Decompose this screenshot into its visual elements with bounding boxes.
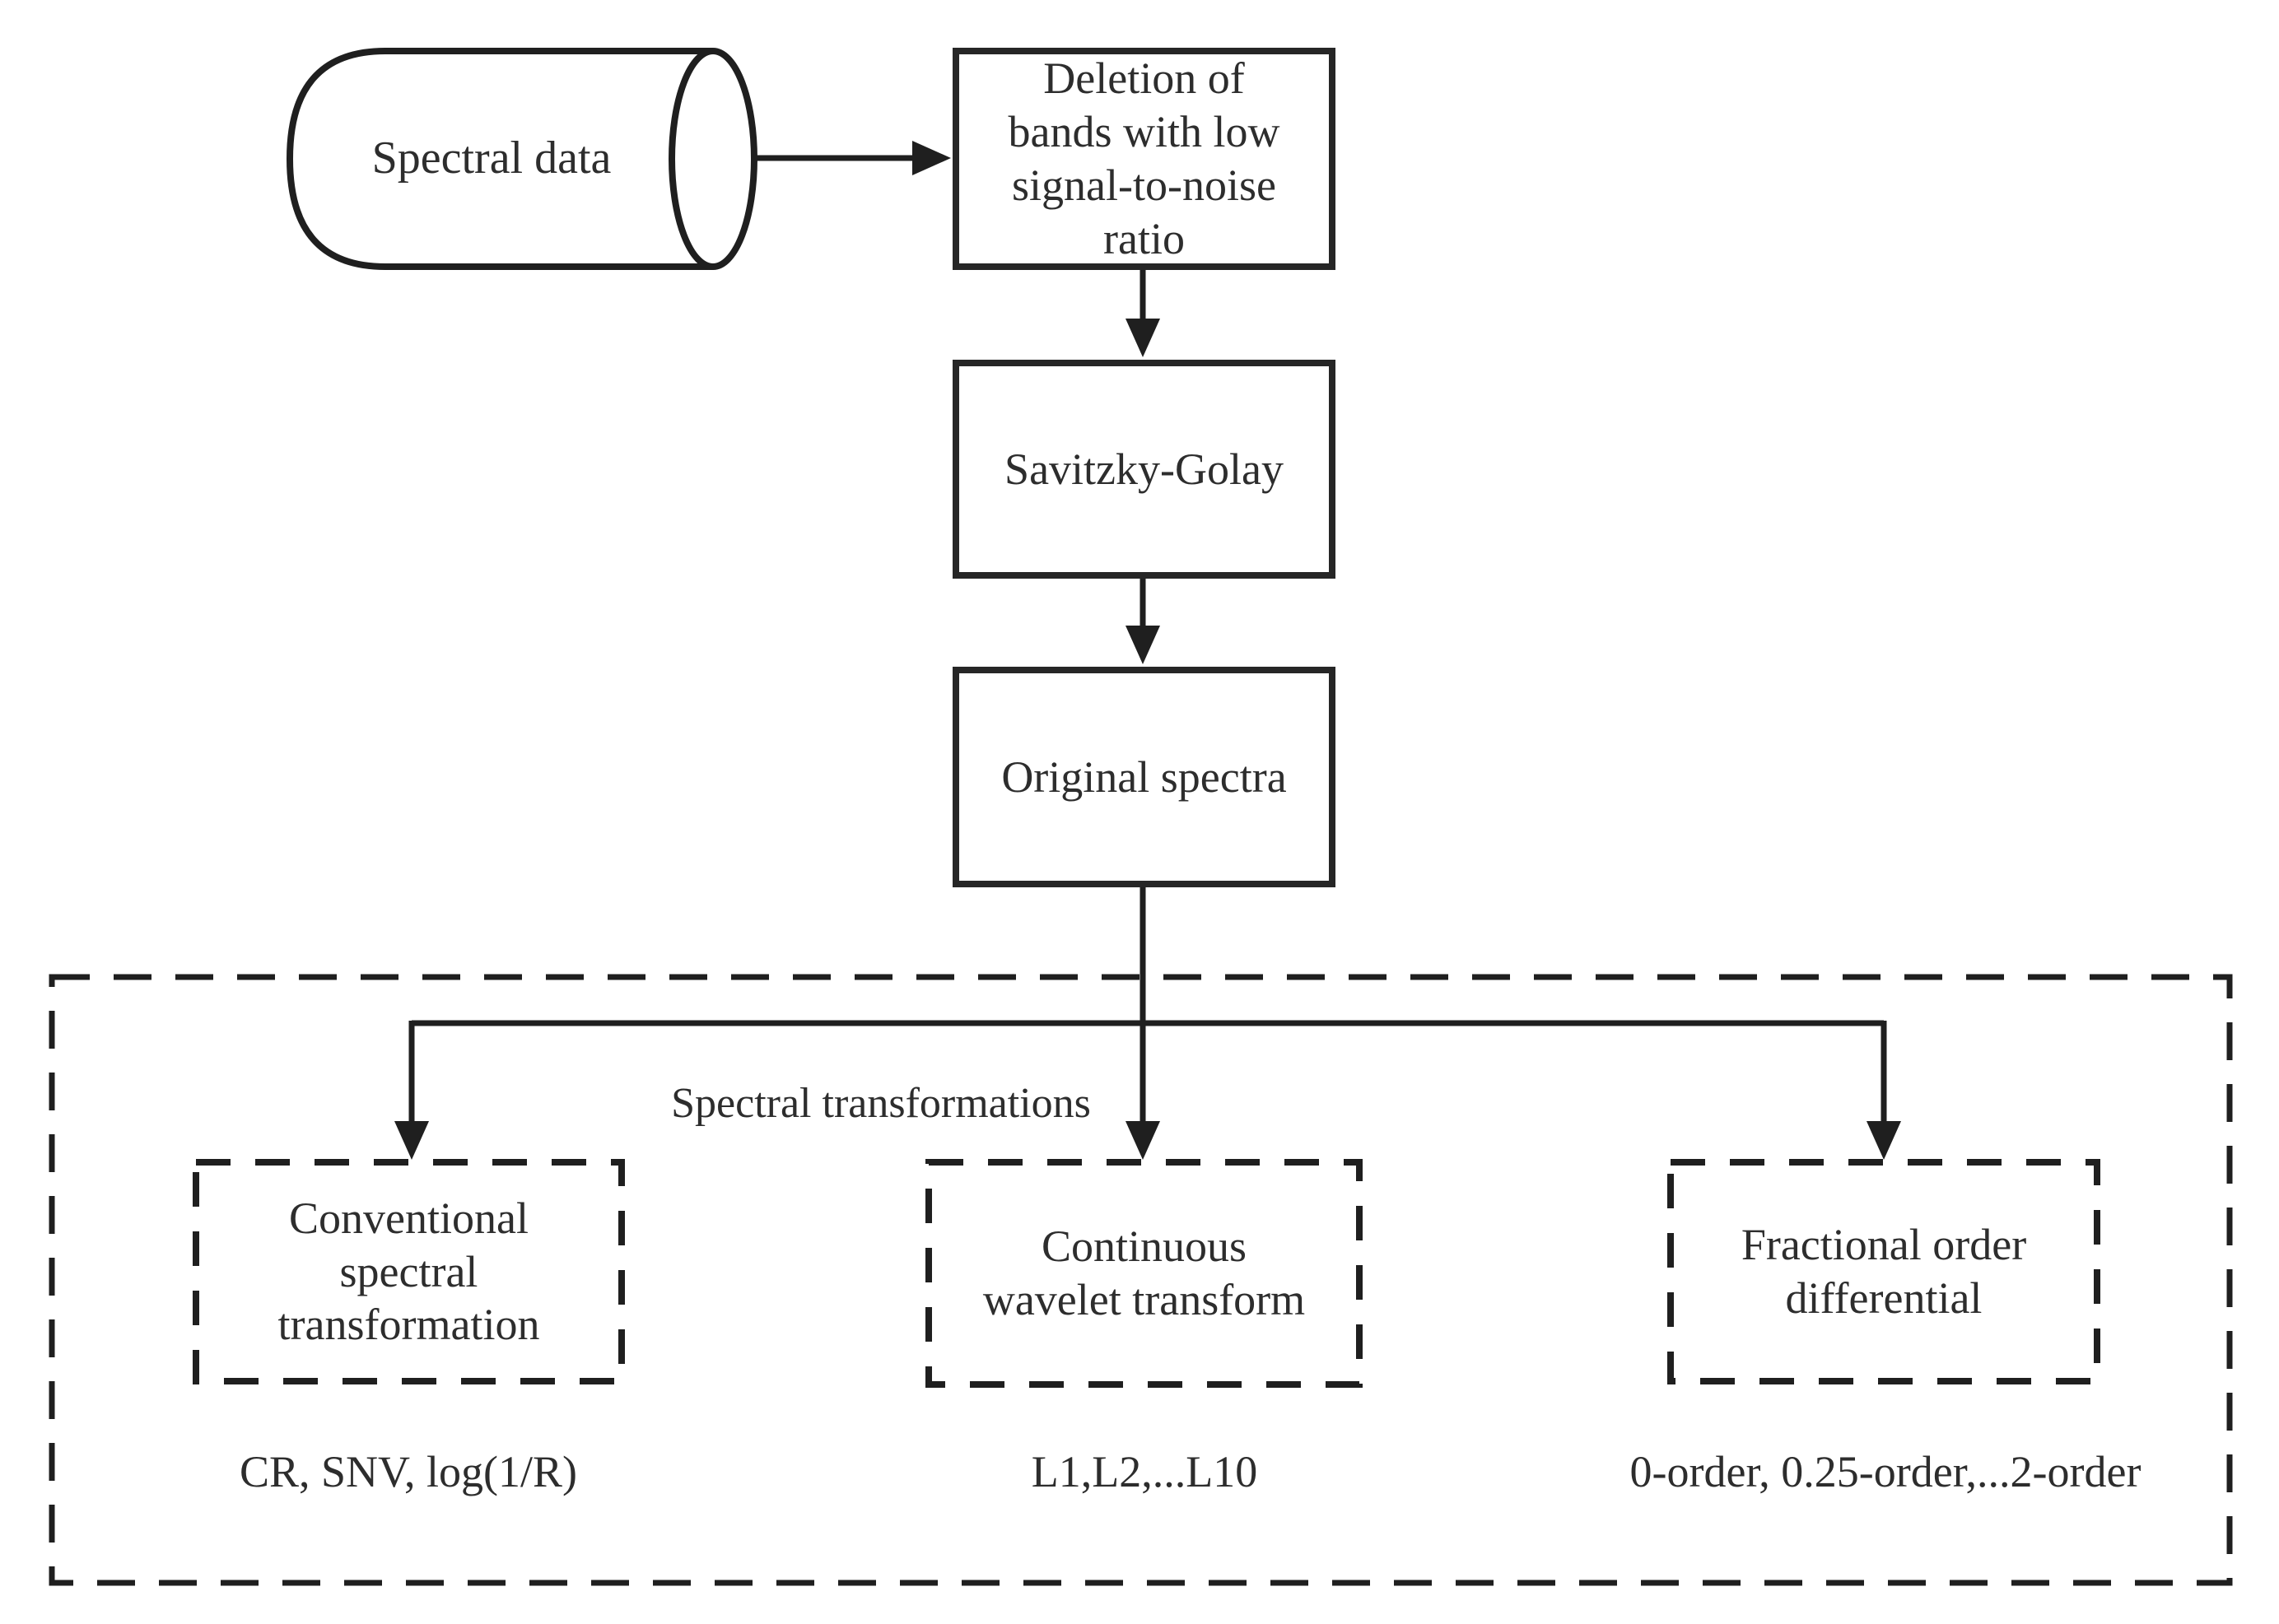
wavelet-transform-caption: L1,L2,...L10 (1031, 1446, 1258, 1496)
conventional-transformation-caption: CR, SNV, log(1/R) (239, 1446, 578, 1496)
box-original-spectra: Original spectra (953, 667, 1335, 887)
box-savitzky-golay-label: Savitzky-Golay (1004, 444, 1284, 494)
box-deletion-of-bands: Deletion of bands with low signal-to-noi… (953, 48, 1335, 270)
arrowhead-down-icon (1126, 1121, 1160, 1160)
fractional-differential-box-border (1667, 1159, 2100, 1384)
wavelet-transform-box-label: Continuous wavelet transform (982, 1221, 1306, 1324)
wavelet-transform-box-border (925, 1159, 1363, 1388)
conventional-transformation-box-label: Conventional spectral transformation (277, 1193, 540, 1350)
arrowhead-right-icon (912, 141, 951, 175)
transformations-container-border (49, 974, 2233, 1586)
cylinder-shape (286, 48, 757, 270)
arrowhead-down-icon (1126, 626, 1160, 664)
box-original-spectra-label: Original spectra (1001, 752, 1287, 802)
transformations-container-label: Spectral transformations (671, 1079, 1091, 1127)
conventional-transformation-box-border (193, 1159, 625, 1384)
box-savitzky-golay: Savitzky-Golay (953, 360, 1335, 579)
arrowhead-down-icon (1867, 1121, 1901, 1160)
fractional-differential-box-label: Fractional order differential (1741, 1220, 2027, 1323)
cylinder-label: Spectral data (371, 133, 612, 184)
arrowhead-down-icon (1126, 319, 1160, 357)
arrowhead-down-icon (394, 1121, 429, 1160)
box-deletion-of-bands-label: Deletion of bands with low signal-to-noi… (1008, 54, 1280, 263)
fractional-differential-caption: 0-order, 0.25-order,...2-order (1629, 1446, 2142, 1496)
cylinder-body (286, 48, 713, 270)
